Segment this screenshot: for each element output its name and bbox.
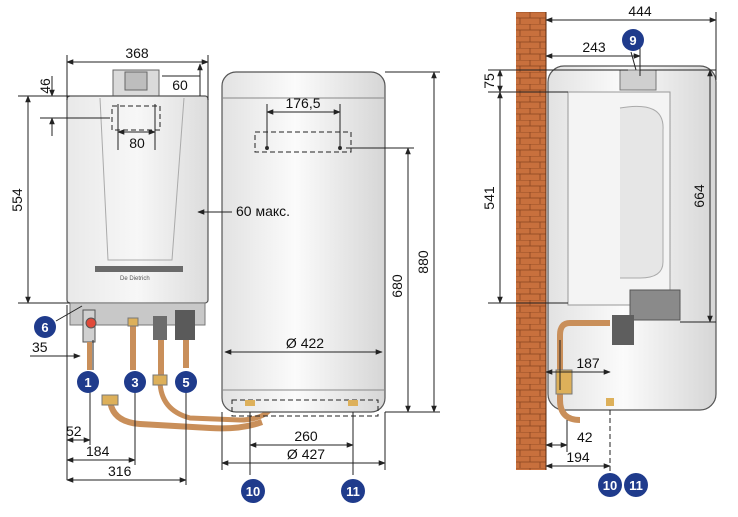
tank-fitting-a xyxy=(245,400,255,406)
badge-9: 9 xyxy=(622,29,644,51)
badge-10: 10 xyxy=(241,479,265,503)
dim-427: Ø 427 xyxy=(287,446,325,462)
front-panel-contour xyxy=(99,97,185,261)
badge-5: 5 xyxy=(175,371,197,393)
dim-664: 664 xyxy=(691,184,707,208)
svg-text:5: 5 xyxy=(182,375,189,390)
tank-fitting-b xyxy=(348,400,358,406)
valve-4 xyxy=(153,316,167,340)
pipe-4 xyxy=(158,340,164,380)
pipe-5 xyxy=(183,340,189,368)
svg-text:10: 10 xyxy=(246,484,260,499)
svg-text:9: 9 xyxy=(629,33,636,48)
bracket-outline xyxy=(254,131,352,153)
badge-1: 1 xyxy=(77,371,99,393)
dim-444: 444 xyxy=(628,3,652,19)
badge-11-side: 11 xyxy=(624,473,648,497)
pipe-3 xyxy=(130,322,136,370)
badge-6: 6 xyxy=(34,316,56,338)
fitting-b xyxy=(152,374,168,386)
badge-3: 3 xyxy=(124,371,146,393)
dim-194: 194 xyxy=(566,449,590,465)
dim-541: 541 xyxy=(481,186,497,210)
front-boiler: De Dietrich xyxy=(66,69,209,326)
dim-42: 42 xyxy=(577,429,593,445)
side-pipe xyxy=(557,320,610,423)
badges: 1 3 5 6 9 10 11 10 xyxy=(34,29,648,503)
dim-260: 260 xyxy=(294,428,318,444)
svg-text:1: 1 xyxy=(84,375,91,390)
dim-187: 187 xyxy=(576,355,600,371)
dim-35: 35 xyxy=(32,339,48,355)
svg-text:11: 11 xyxy=(346,484,360,499)
svg-text:11: 11 xyxy=(629,478,643,493)
dim-75: 75 xyxy=(481,73,497,89)
dim-316: 316 xyxy=(108,463,132,479)
dim-176-5: 176,5 xyxy=(285,95,320,111)
flue-pipe xyxy=(124,71,148,91)
dim-680: 680 xyxy=(389,274,405,298)
pipe-1 xyxy=(87,342,92,370)
tank-body xyxy=(221,71,386,413)
dimension-labels: 368 46 60 554 80 60 макс. 35 52 184 316 … xyxy=(9,3,707,479)
dim-422: Ø 422 xyxy=(286,335,324,351)
dim-184: 184 xyxy=(86,443,110,459)
valve-5 xyxy=(175,310,195,340)
brand-logo: De Dietrich xyxy=(120,276,150,282)
dim-60-top: 60 xyxy=(172,77,188,93)
connection-pipe-a xyxy=(107,399,264,432)
side-hydraulic-block xyxy=(629,289,681,321)
side-tank-outlet xyxy=(606,398,614,406)
front-pipes xyxy=(82,309,272,432)
side-flue xyxy=(619,69,657,91)
svg-text:10: 10 xyxy=(603,478,617,493)
connection-pipe-b xyxy=(157,379,272,423)
fitting-a xyxy=(101,394,119,406)
side-valve xyxy=(612,315,634,345)
svg-text:6: 6 xyxy=(41,320,48,335)
dim-52: 52 xyxy=(66,423,82,439)
brick-wall xyxy=(516,12,546,470)
side-front-cover xyxy=(619,105,664,279)
badge-11: 11 xyxy=(341,479,365,503)
dimension-lines xyxy=(18,12,717,485)
valve-3 xyxy=(127,317,139,327)
svg-text:3: 3 xyxy=(131,375,138,390)
pressure-gauge xyxy=(85,317,97,329)
dim-554: 554 xyxy=(9,188,25,212)
side-view xyxy=(516,12,717,470)
badge-10-side: 10 xyxy=(598,473,622,497)
dim-46: 46 xyxy=(37,78,53,94)
side-fitting xyxy=(555,369,573,395)
dim-243: 243 xyxy=(582,39,606,55)
control-strip xyxy=(95,266,183,272)
dim-60-max: 60 макс. xyxy=(236,203,290,219)
tank-bottom-outline xyxy=(231,399,379,417)
dim-880: 880 xyxy=(415,250,431,274)
dim-80: 80 xyxy=(129,135,145,151)
dim-368: 368 xyxy=(125,45,149,61)
front-tank xyxy=(221,71,386,417)
